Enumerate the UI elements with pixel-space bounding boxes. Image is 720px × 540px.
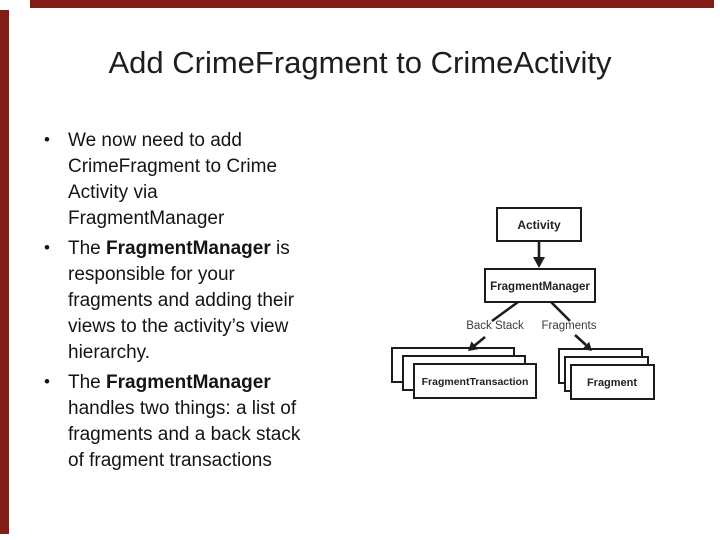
bullet-line: fragments and a back stack bbox=[68, 422, 352, 448]
bullet-text-segment: The bbox=[68, 372, 107, 393]
bullet-line: Activity via bbox=[68, 180, 352, 206]
bullet-line: of fragment transactions bbox=[68, 448, 352, 474]
fragment-manager-diagram: Activity FragmentManager Back Stack Frag… bbox=[385, 200, 675, 415]
fragment-manager-box bbox=[484, 268, 596, 303]
bullet-line: fragments and adding their bbox=[68, 288, 352, 314]
manager-to-fragments-line bbox=[550, 301, 571, 322]
manager-to-backstack-line bbox=[491, 300, 519, 323]
backstack-arrowhead-icon bbox=[468, 341, 479, 351]
fragment-box bbox=[570, 364, 655, 400]
bullet-marker: • bbox=[44, 238, 50, 257]
fragment-transaction-box bbox=[413, 363, 537, 399]
fragment-box-label: Fragment bbox=[587, 377, 637, 389]
bullet-text-segment: handles two things: a list of bbox=[68, 398, 297, 419]
diagram-svg: Activity FragmentManager Back Stack Frag… bbox=[391, 207, 655, 400]
fragments-arrowhead-icon bbox=[582, 341, 592, 351]
accent-bar-top bbox=[30, 0, 714, 8]
bullet-text-segment: CrimeFragment to Crime bbox=[68, 156, 278, 177]
bullet-text-segment: FragmentManager bbox=[68, 208, 225, 229]
bullet-line: We now need to add bbox=[68, 128, 352, 154]
fragments-label: Fragments bbox=[542, 320, 597, 332]
fragment-manager-box-label: FragmentManager bbox=[490, 281, 590, 293]
activity-arrowhead-icon bbox=[533, 257, 545, 268]
back-stack-label: Back Stack bbox=[466, 320, 524, 332]
bullet-line: hierarchy. bbox=[68, 340, 352, 366]
bullet-line: responsible for your bbox=[68, 262, 352, 288]
bullet-text-segment: We now need to add bbox=[68, 130, 242, 151]
bullet-text-segment: fragments and adding their bbox=[68, 290, 295, 311]
bullet-text-segment: fragments and a back stack bbox=[68, 424, 301, 445]
bullet-line: FragmentManager bbox=[68, 206, 352, 232]
bullet-marker: • bbox=[44, 372, 50, 391]
fragment-transaction-box-label: FragmentTransaction bbox=[422, 376, 529, 388]
bullet-text-segment: of fragment transactions bbox=[68, 450, 272, 471]
page-title: Add CrimeFragment to CrimeActivity bbox=[108, 45, 612, 80]
bullet-marker: • bbox=[44, 130, 50, 149]
bullet-text-segment: FragmentManager bbox=[106, 238, 271, 259]
bullet-text-segment: views to the activity’s view bbox=[68, 316, 289, 337]
fragments-arrow-line bbox=[574, 334, 587, 346]
backstack-arrow-line bbox=[473, 335, 486, 348]
bullet-line: handles two things: a list of bbox=[68, 396, 352, 422]
bullet-text-segment: hierarchy. bbox=[68, 342, 151, 363]
bullet-text-segment: The bbox=[68, 238, 107, 259]
bullet-text-segment: is bbox=[270, 238, 290, 259]
bullet-line: The FragmentManager bbox=[68, 370, 352, 396]
bullet-line: views to the activity’s view bbox=[68, 314, 352, 340]
bullet-text-segment: responsible for your bbox=[68, 264, 235, 285]
bullet-text-segment: FragmentManager bbox=[106, 372, 271, 393]
bullet-text-segment: Activity via bbox=[68, 182, 158, 203]
accent-bar-left bbox=[0, 10, 9, 534]
bullet-line: CrimeFragment to Crime bbox=[68, 154, 352, 180]
bullet-line: The FragmentManager is bbox=[68, 236, 352, 262]
activity-box-label: Activity bbox=[517, 218, 561, 232]
